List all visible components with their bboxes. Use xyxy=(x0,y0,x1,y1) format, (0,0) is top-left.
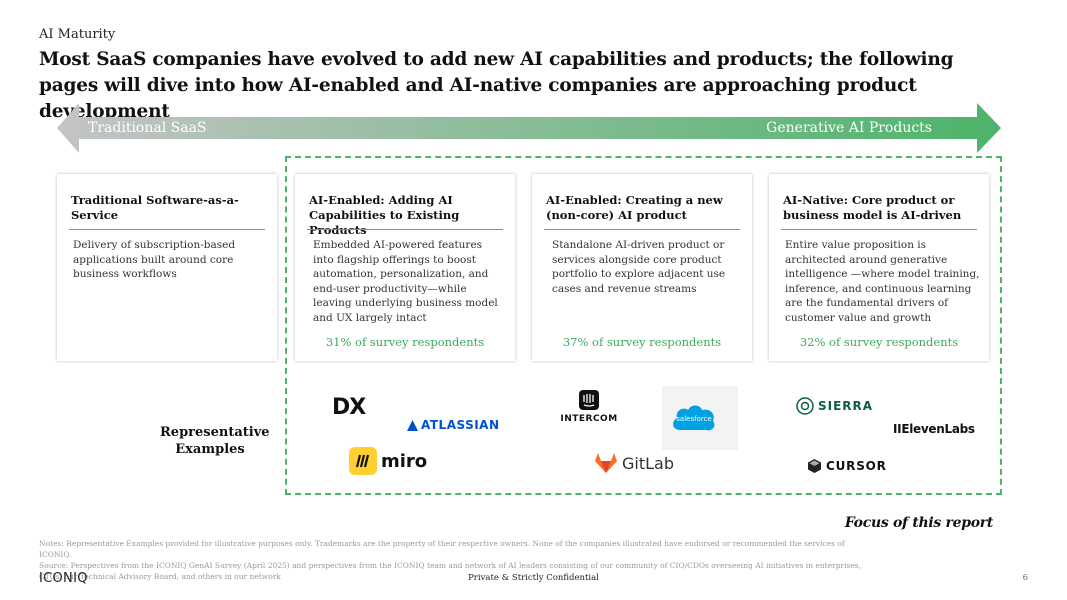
source-text: Source: Perspectives from the ICONIQ Gen… xyxy=(39,561,862,581)
atlassian-logo: ATLASSIAN xyxy=(407,418,500,432)
gitlab-fox-icon xyxy=(595,453,617,473)
section-eyebrow: AI Maturity xyxy=(39,27,116,42)
card-stat: 31% of survey respondents xyxy=(325,335,485,349)
miro-mark-icon xyxy=(349,447,377,475)
focus-area-dashed-box xyxy=(285,156,1002,495)
card-title: AI-Native: Core product or business mode… xyxy=(783,193,962,222)
card-divider xyxy=(781,229,977,230)
salesforce-logo: salesforce xyxy=(670,400,718,436)
card-ai-enabled-new-product: AI-Enabled: Creating a new (non-core) AI… xyxy=(532,174,752,361)
gitlab-logo: GitLab xyxy=(594,452,674,474)
card-divider xyxy=(69,229,265,230)
atlassian-wordmark: ATLASSIAN xyxy=(421,418,500,432)
footnotes: Notes: Representative Examples provided … xyxy=(39,538,869,582)
card-description: Entire value proposition is architected … xyxy=(785,239,980,324)
card-description: Embedded AI-powered features into flagsh… xyxy=(313,239,498,324)
card-title: Traditional Software-as-a-Service xyxy=(71,193,239,222)
sierra-logo: SIERRA xyxy=(795,396,873,416)
sierra-mark-icon xyxy=(796,397,814,415)
card-ai-enabled-existing: AI-Enabled: Adding AI Capabilities to Ex… xyxy=(295,174,515,361)
miro-logo: miro xyxy=(349,447,427,475)
confidentiality-notice: Private & Strictly Confidential xyxy=(468,573,599,583)
card-stat: 32% of survey respondents xyxy=(799,335,959,349)
card-title: AI-Enabled: Creating a new (non-core) AI… xyxy=(546,193,723,222)
card-description: Delivery of subscription-based applicati… xyxy=(73,239,236,280)
sierra-wordmark: SIERRA xyxy=(818,399,874,413)
spectrum-arrow xyxy=(57,103,1001,153)
intercom-mark-icon xyxy=(579,390,599,410)
card-ai-native: AI-Native: Core product or business mode… xyxy=(769,174,989,361)
salesforce-wordmark: salesforce xyxy=(676,415,711,423)
card-traditional-saas: Traditional Software-as-a-Service Delive… xyxy=(57,174,277,361)
cursor-wordmark: CURSOR xyxy=(826,459,887,473)
dx-logo: DX xyxy=(332,395,366,420)
card-divider xyxy=(307,229,503,230)
intercom-wordmark: INTERCOM xyxy=(560,414,618,424)
card-divider xyxy=(544,229,740,230)
notes-text: Notes: Representative Examples provided … xyxy=(39,539,845,559)
spectrum-right-label: Generative AI Products xyxy=(766,120,932,136)
cursor-logo: CURSOR xyxy=(808,459,887,473)
representative-examples-label: Representative Examples xyxy=(160,425,270,457)
miro-wordmark: miro xyxy=(381,450,428,472)
elevenlabs-logo: IIElevenLabs xyxy=(893,422,975,436)
atlassian-mark-icon xyxy=(407,419,418,431)
cursor-cube-icon xyxy=(808,459,821,473)
card-title: AI-Enabled: Adding AI Capabilities to Ex… xyxy=(309,193,460,237)
focus-of-report-label: Focus of this report xyxy=(844,515,993,531)
page-number: 6 xyxy=(1022,573,1028,583)
spectrum-left-label: Traditional SaaS xyxy=(88,120,207,136)
brand-logo: ICONIQ xyxy=(39,571,88,586)
intercom-logo: INTERCOM xyxy=(560,390,618,424)
card-description: Standalone AI-driven product or services… xyxy=(552,239,726,295)
gitlab-wordmark: GitLab xyxy=(622,453,674,473)
card-stat: 37% of survey respondents xyxy=(562,335,722,349)
